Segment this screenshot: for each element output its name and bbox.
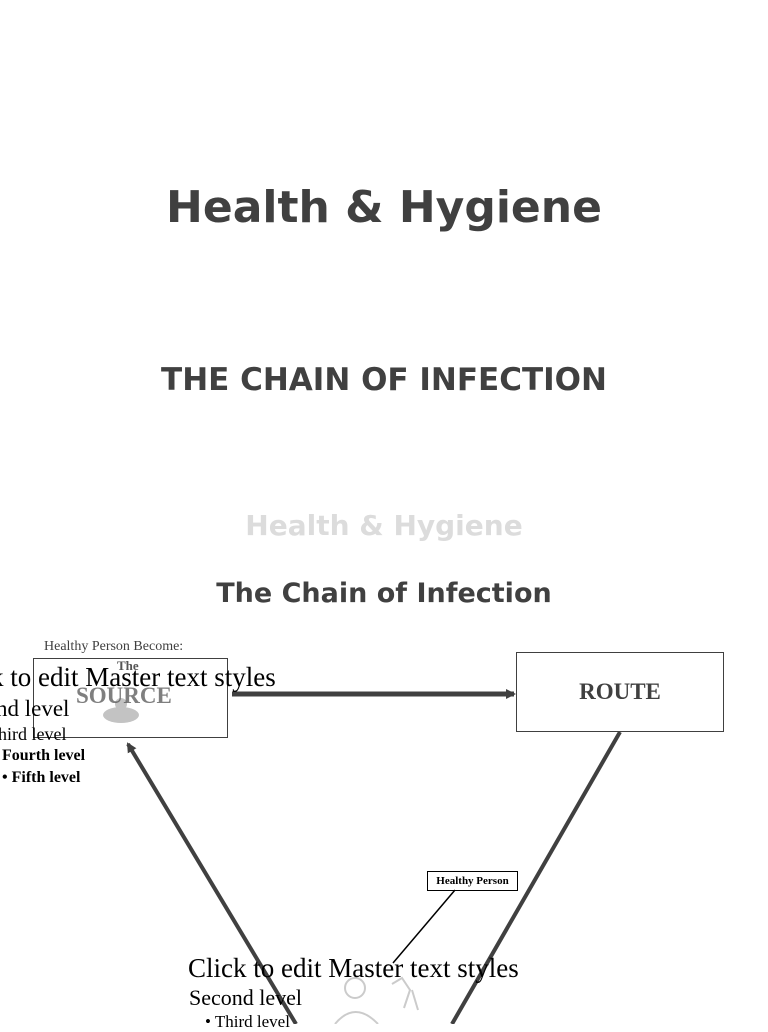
slide-2-title: The Chain of Infection (216, 578, 552, 609)
master-text-1-level-3: hird level (0, 724, 67, 744)
master-text-1-level-4: Fourth level (2, 747, 86, 764)
slide-1-title: Health & Hygiene (166, 182, 602, 233)
master-text-2-level-3: • Third level (205, 1012, 290, 1031)
slide-1-subtitle: THE CHAIN OF INFECTION (161, 362, 607, 398)
host-to-source-arrow (126, 742, 298, 1024)
master-text-2-level-1: Click to edit Master text styles (188, 953, 519, 983)
master-text-1-level-1: k to edit Master text styles (0, 662, 276, 692)
slide-2-header: Health & Hygiene (245, 509, 523, 542)
route-label: ROUTE (579, 679, 661, 704)
route-box: ROUTE (516, 652, 724, 732)
healthy-person-label: Healthy Person (436, 875, 509, 887)
route-to-host-line (450, 731, 622, 1024)
source-caption: Healthy Person Become: (44, 639, 184, 654)
source-box (33, 658, 228, 738)
source-label: SOURCE (76, 683, 172, 708)
healthy-person-pointer-line (392, 889, 456, 964)
master-text-1-level-5: • Fifth level (2, 769, 81, 786)
source-the-label: The (117, 658, 139, 673)
healthy-person-box: Healthy Person (427, 871, 518, 891)
source-illustration-icon (103, 698, 139, 723)
master-text-1-level-2: nd level (0, 696, 70, 721)
person-illustration-icon (334, 976, 419, 1024)
master-text-2-level-2: Second level (189, 985, 303, 1010)
